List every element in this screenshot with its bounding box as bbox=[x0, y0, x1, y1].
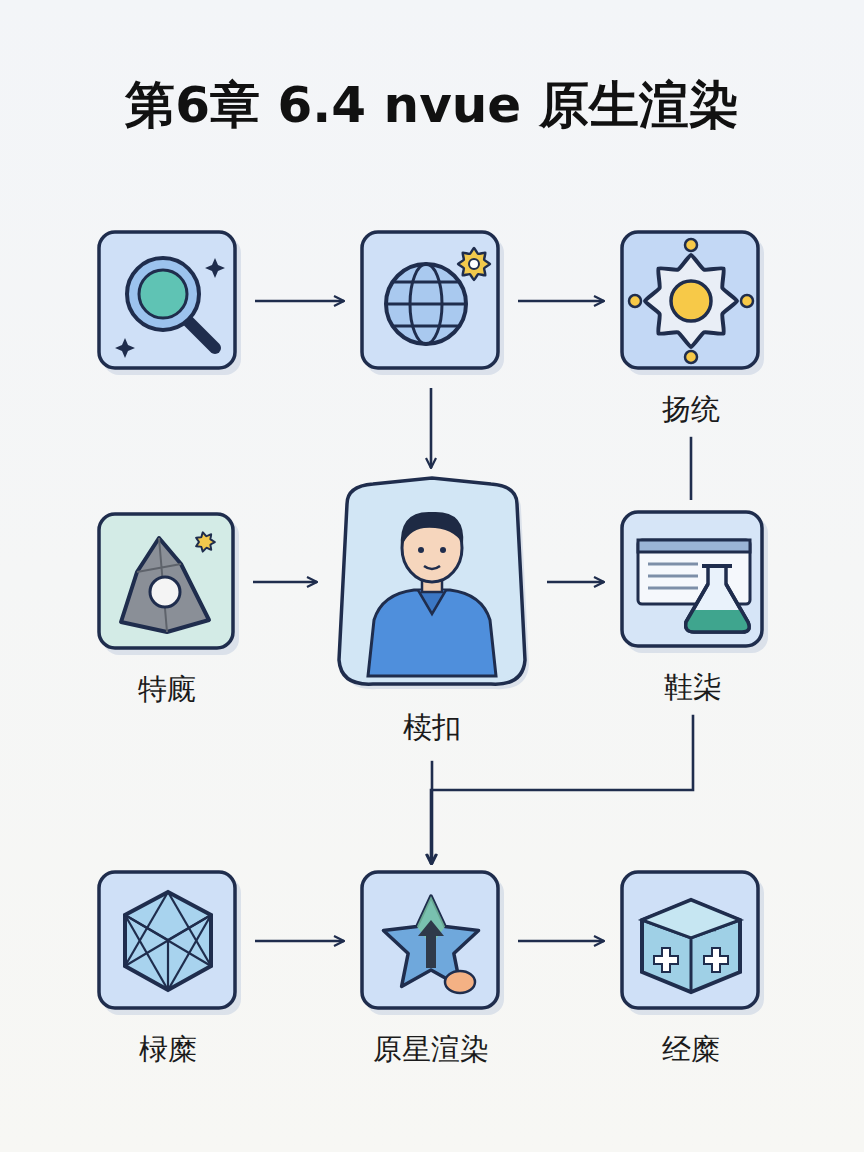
gear-icon bbox=[620, 230, 762, 372]
cube-icon bbox=[97, 870, 239, 1012]
icon-frame bbox=[360, 870, 502, 1012]
icon-frame bbox=[360, 230, 502, 372]
icon-box: 椂糜 bbox=[97, 870, 239, 1067]
icon-box: 扬统 bbox=[620, 230, 762, 427]
icon-frame bbox=[620, 870, 762, 1012]
connector bbox=[547, 581, 604, 584]
icon-frame bbox=[97, 512, 237, 652]
icon-frame bbox=[97, 230, 239, 372]
icon-frame bbox=[333, 474, 531, 690]
title: 第6章 6.4 nvue 原生渲染 bbox=[0, 72, 864, 139]
icon-frame bbox=[620, 510, 766, 650]
shield-node: 椟扣 bbox=[333, 474, 531, 745]
connector bbox=[518, 300, 604, 303]
icon-box: 原星渲染 bbox=[360, 870, 502, 1067]
icon-box: 鞋柒 bbox=[620, 510, 766, 705]
box-icon bbox=[620, 870, 762, 1012]
node-label: 原星渲染 bbox=[360, 1032, 502, 1067]
connector bbox=[253, 581, 317, 584]
connector bbox=[431, 715, 693, 864]
rock-icon bbox=[97, 512, 237, 652]
connector bbox=[430, 388, 433, 468]
node-label: 椂糜 bbox=[97, 1032, 239, 1067]
icon-box: 特廐 bbox=[97, 512, 237, 707]
icon-box bbox=[360, 230, 502, 372]
connector bbox=[690, 437, 693, 500]
flask-icon bbox=[620, 510, 766, 650]
icon-frame bbox=[620, 230, 762, 372]
node-label: 特廐 bbox=[97, 672, 237, 707]
icon-box: 经糜 bbox=[620, 870, 762, 1067]
search-icon bbox=[97, 230, 239, 372]
globe-icon bbox=[360, 230, 502, 372]
connector bbox=[255, 300, 344, 303]
icon-frame bbox=[97, 870, 239, 1012]
node-label: 经糜 bbox=[620, 1032, 762, 1067]
node-label: 扬统 bbox=[620, 392, 762, 427]
node-label: 鞋柒 bbox=[620, 670, 766, 705]
star-icon bbox=[360, 870, 502, 1012]
person-icon bbox=[333, 474, 531, 690]
connector bbox=[255, 940, 344, 943]
node-label: 椟扣 bbox=[333, 710, 531, 745]
icon-box bbox=[97, 230, 239, 372]
connector bbox=[518, 940, 604, 943]
